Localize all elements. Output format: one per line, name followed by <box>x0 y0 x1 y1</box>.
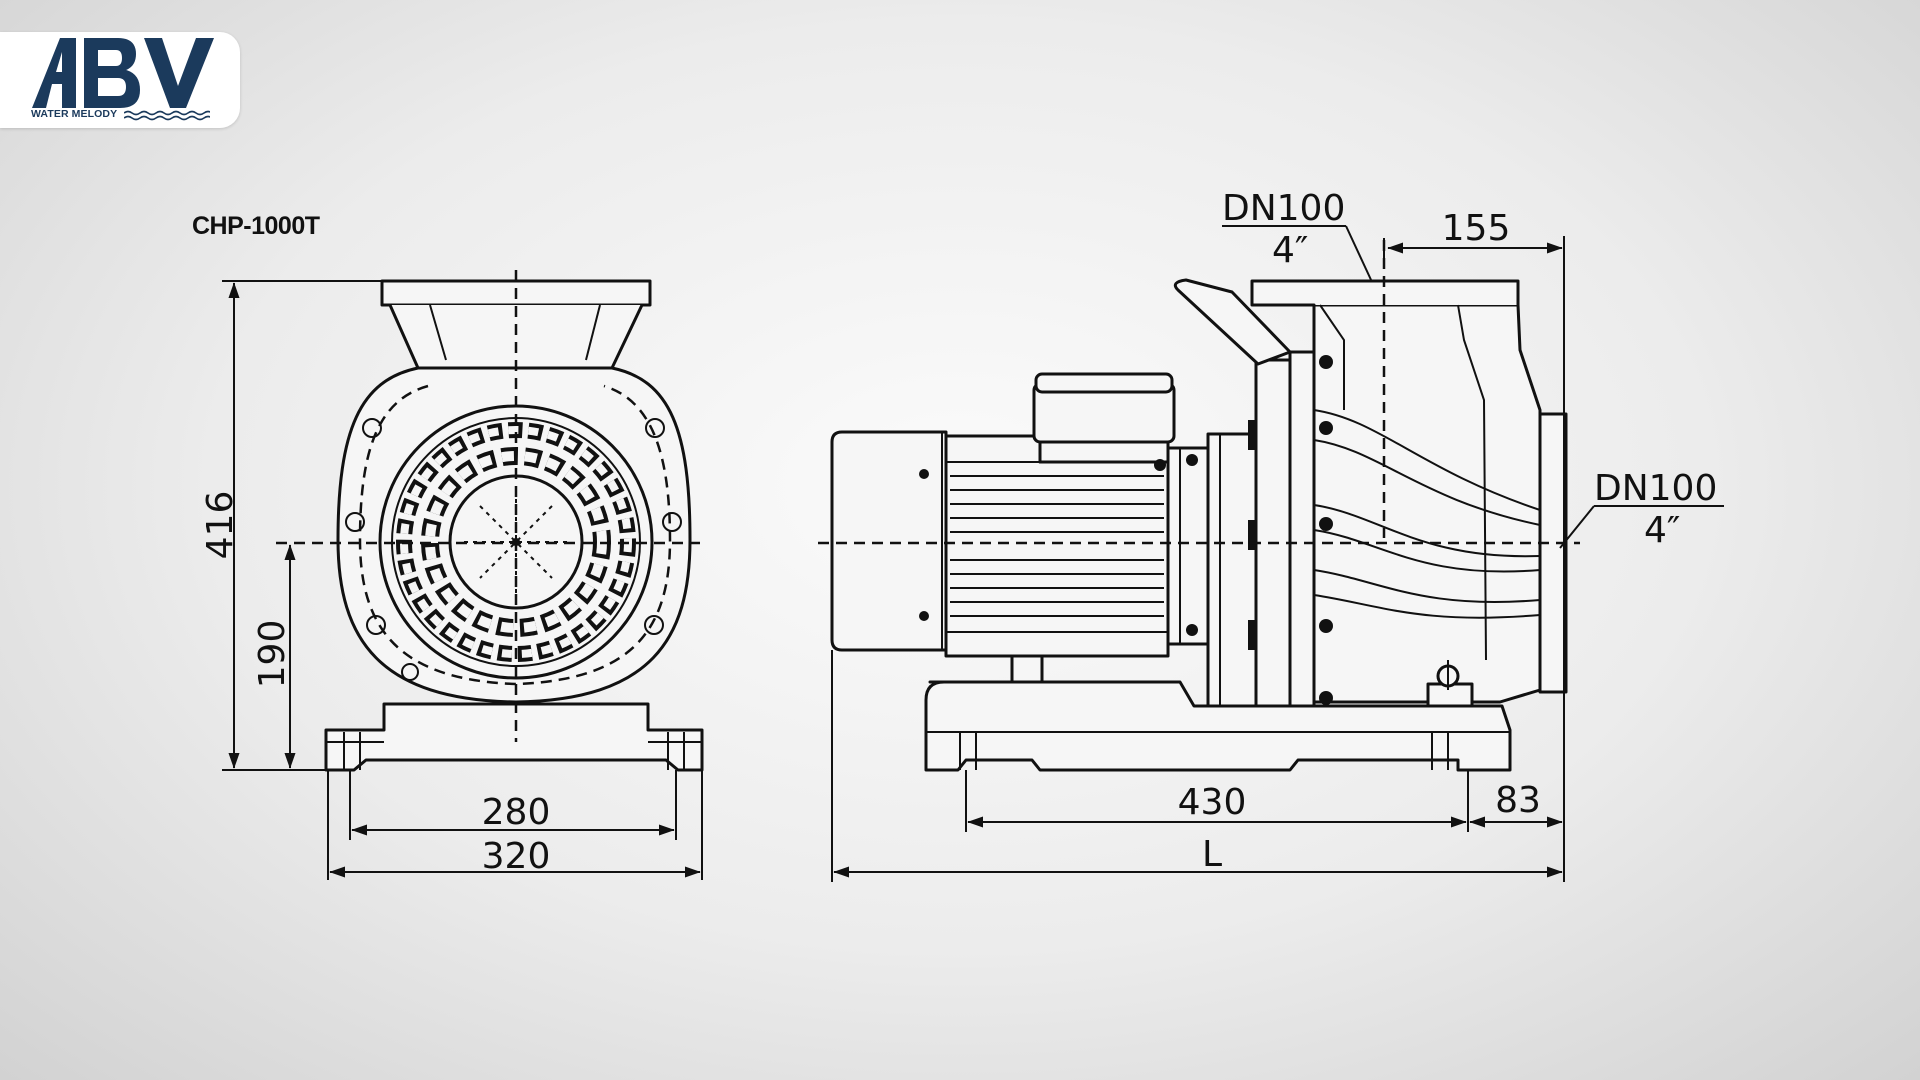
inlet-size: DN100 <box>1594 468 1717 509</box>
outlet-offset-label: 155 <box>1442 208 1511 249</box>
front-view: 416 190 280 320 <box>200 270 704 880</box>
base-inner-label: 280 <box>482 792 551 833</box>
base-length-label: 430 <box>1178 782 1247 823</box>
side-bottom-dimensions: 430 83 L <box>831 650 1563 882</box>
outlet-offset-dimension: 155 <box>1383 208 1565 882</box>
outlet-size: DN100 <box>1222 188 1345 229</box>
abv-logo-icon <box>32 38 214 108</box>
axis-height-dimension: 190 <box>252 544 296 769</box>
water-waves-icon <box>124 110 210 121</box>
outlet-port-label: DN100 4″ <box>1222 188 1373 283</box>
inlet-inch: 4″ <box>1644 510 1680 551</box>
axis-height-label: 190 <box>252 620 293 689</box>
base-width-dimensions: 280 320 <box>327 770 703 880</box>
end-offset-label: 83 <box>1495 780 1541 821</box>
model-title: CHP-1000T <box>192 212 320 240</box>
brand-logo: WATER MELODY <box>0 32 240 128</box>
base-outer-label: 320 <box>482 836 551 877</box>
inlet-port-label: DN100 4″ <box>1559 468 1724 551</box>
side-view: DN100 4″ 155 DN100 4″ 430 83 <box>818 188 1724 882</box>
height-dimension: 416 <box>200 280 382 771</box>
outlet-inch: 4″ <box>1272 230 1308 271</box>
logo-tagline: WATER MELODY <box>31 108 118 120</box>
total-length-label: L <box>1202 834 1222 875</box>
height-label: 416 <box>200 491 241 560</box>
